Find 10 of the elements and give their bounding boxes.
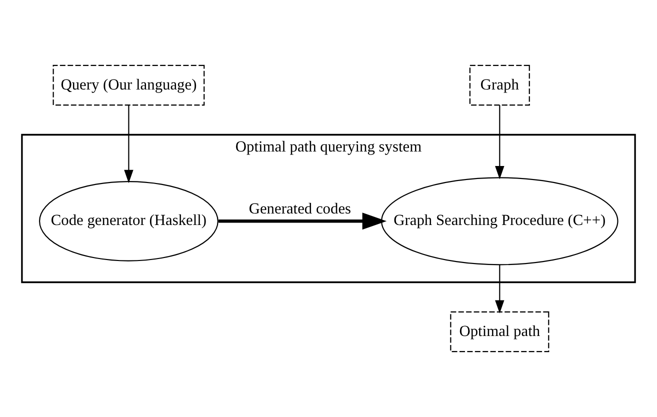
- arrow: [495, 264, 504, 314]
- arrow: [124, 105, 134, 184]
- arrow: [218, 212, 387, 230]
- node-ellipse: Code generator (Haskell): [38, 180, 218, 262]
- node-box: Graph: [469, 64, 530, 106]
- arrow: [495, 105, 504, 180]
- node-ellipse: Graph Searching Procedure (C++): [381, 177, 618, 266]
- edge-label: Generated codes: [248, 200, 352, 218]
- node-box: Optimal path: [450, 311, 550, 352]
- node-box: Query (Our language): [52, 64, 205, 106]
